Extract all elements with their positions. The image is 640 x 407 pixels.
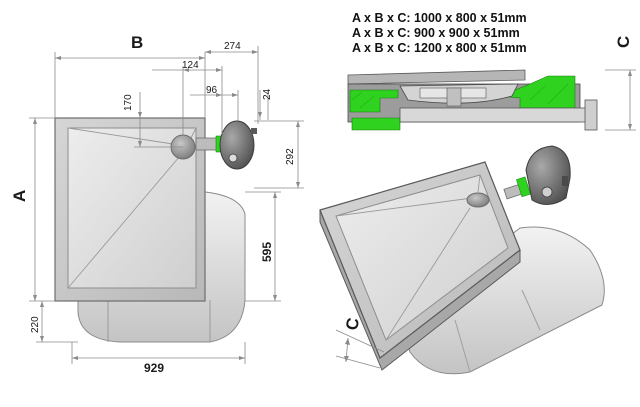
iso-trap xyxy=(525,145,571,205)
label-A: A xyxy=(10,190,29,202)
dim-595: 595 xyxy=(260,242,274,262)
dim-96: 96 xyxy=(206,85,218,96)
dim-220: 220 xyxy=(30,316,41,333)
iso-slope-line-1 xyxy=(335,197,473,217)
plan-bath-front xyxy=(107,300,211,342)
spec-list: A x B x C: 1000 x 800 x 51mm A x B x C: … xyxy=(352,11,527,55)
iso-trap-screw-icon xyxy=(541,186,553,198)
label-C-iso: C xyxy=(342,316,363,331)
section-pipe-end xyxy=(584,99,598,131)
dim-274: 274 xyxy=(224,41,241,52)
plan-slope-line-1 xyxy=(67,127,187,147)
dim-929: 929 xyxy=(144,361,164,375)
plan-trap xyxy=(219,120,255,170)
iso-slope-line-3 xyxy=(477,174,481,193)
dim-170: 170 xyxy=(123,94,134,111)
plan-tray-inner xyxy=(67,127,197,289)
plan-bath-body xyxy=(77,191,246,343)
plan-trap-screw-icon xyxy=(228,153,238,163)
iso-drain xyxy=(466,192,490,208)
label-C-section: C xyxy=(614,36,633,48)
isometric-view: C xyxy=(319,145,605,375)
dim-292: 292 xyxy=(285,148,296,165)
spec-line-2: A x B x C: 900 x 900 x 51mm xyxy=(352,26,520,40)
section-green-right xyxy=(499,75,576,109)
section-drain-core xyxy=(446,87,462,107)
plan-trap-clip xyxy=(251,128,257,134)
cross-section: C xyxy=(347,36,636,131)
iso-green-coupler xyxy=(516,176,531,198)
section-green-left-low xyxy=(351,117,401,131)
iso-trap-clip xyxy=(562,176,568,186)
section-top-surface xyxy=(347,69,526,85)
dim-124: 124 xyxy=(182,60,199,71)
plan-view: B 274 124 96 24 170 292 595 A 220 929 xyxy=(10,33,304,375)
section-outlet-pipe xyxy=(399,107,589,123)
iso-bath-body xyxy=(399,226,605,375)
dim-24: 24 xyxy=(262,88,273,100)
label-B: B xyxy=(131,33,143,52)
iso-slope-line-2 xyxy=(385,207,471,341)
spec-line-3: A x B x C: 1200 x 800 x 51mm xyxy=(352,41,527,55)
plan-slope-line-2 xyxy=(67,155,181,289)
spec-line-1: A x B x C: 1000 x 800 x 51mm xyxy=(352,11,527,25)
iso-bath-seams xyxy=(454,289,541,373)
